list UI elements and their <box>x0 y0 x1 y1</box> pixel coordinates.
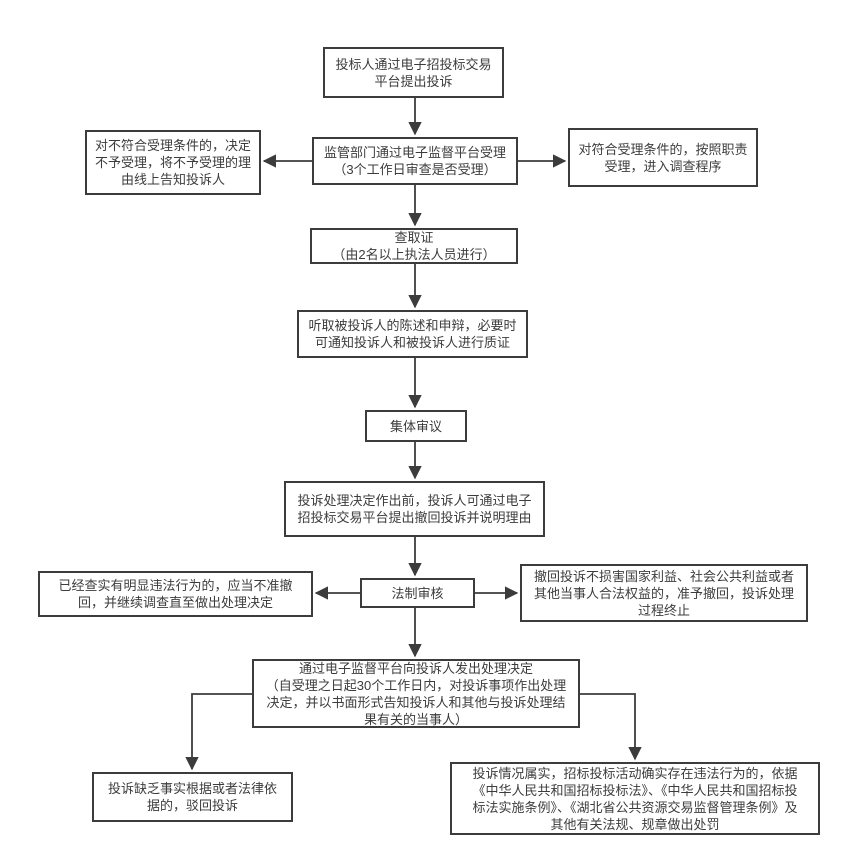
flow-node-issue-decision: 通过电子监督平台向投诉人发出处理决定 （自受理之日起30个工作日内，对投诉事项作… <box>252 659 580 728</box>
flow-node-dismiss-complaint-label: 投诉缺乏事实根据或者法律依 据的，驳回投诉 <box>107 781 277 813</box>
flow-node-dismiss-complaint: 投诉缺乏事实根据或者法律依 据的，驳回投诉 <box>92 772 293 822</box>
flow-node-collective-review-label: 集体审议 <box>389 418 442 434</box>
flow-node-platform-acceptance-label: 监管部门通过电子监督平台受理 （3个工作日审查是否受理） <box>323 145 506 177</box>
flow-node-submit-complaint: 投标人通过电子招投标交易 平台提出投诉 <box>323 47 504 98</box>
flow-node-legal-review: 法制审核 <box>360 578 475 608</box>
flow-node-withdraw-denied: 已经查实有明显违法行为的，应当不准撤 回，并继续调查直至做出处理决定 <box>38 571 313 617</box>
flow-node-accepted-investigation: 对符合受理条件的，按照职责 受理，进入调查程序 <box>568 128 758 187</box>
flow-node-withdraw-approved-label: 撤回投诉不损害国家利益、社会公共利益或者 其他当事人合法权益的，准予撤回，投诉处… <box>533 568 794 618</box>
flow-node-hearing-statement: 听取被投诉人的陈述和申辩，必要时 可通知投诉人和被投诉人进行质证 <box>297 310 528 358</box>
flow-node-not-accepted-label: 对不符合受理条件的，决定 不予受理，将不予受理的理 由线上告知投诉人 <box>94 138 251 187</box>
flow-node-evidence-collection-label: 查取证 （由2名以上执法人员进行） <box>332 230 496 262</box>
flow-node-impose-penalty-label: 投诉情况属实，招标投标活动确实存在违法行为的，依据 《中华人民共和国招标投标法》… <box>472 765 798 832</box>
flow-node-legal-review-label: 法制审核 <box>391 585 444 601</box>
flow-node-platform-acceptance: 监管部门通过电子监督平台受理 （3个工作日审查是否受理） <box>312 137 518 185</box>
flow-node-evidence-collection: 查取证 （由2名以上执法人员进行） <box>310 228 518 264</box>
flow-node-not-accepted: 对不符合受理条件的，决定 不予受理，将不予受理的理 由线上告知投诉人 <box>85 130 261 195</box>
flow-node-collective-review: 集体审议 <box>365 410 467 442</box>
flow-node-hearing-statement-label: 听取被投诉人的陈述和申辩，必要时 可通知投诉人和被投诉人进行质证 <box>308 318 517 350</box>
flow-node-withdraw-request-label: 投诉处理决定作出前，投诉人可通过电子 招投标交易平台提出撤回投诉并说明理由 <box>297 493 532 525</box>
flow-node-issue-decision-label: 通过电子监督平台向投诉人发出处理决定 （自受理之日起30个工作日内，对投诉事项作… <box>265 660 567 727</box>
flow-node-withdraw-approved: 撤回投诉不损害国家利益、社会公共利益或者 其他当事人合法权益的，准予撤回，投诉处… <box>520 564 808 622</box>
flow-node-withdraw-denied-label: 已经查实有明显违法行为的，应当不准撤 回，并继续调查直至做出处理决定 <box>58 578 293 610</box>
flow-node-withdraw-request: 投诉处理决定作出前，投诉人可通过电子 招投标交易平台提出撤回投诉并说明理由 <box>284 481 545 537</box>
flow-node-impose-penalty: 投诉情况属实，招标投标活动确实存在违法行为的，依据 《中华人民共和国招标投标法》… <box>450 762 820 835</box>
flow-node-submit-complaint-label: 投标人通过电子招投标交易 平台提出投诉 <box>335 56 492 89</box>
flow-node-accepted-investigation-label: 对符合受理条件的，按照职责 受理，进入调查程序 <box>578 141 748 174</box>
